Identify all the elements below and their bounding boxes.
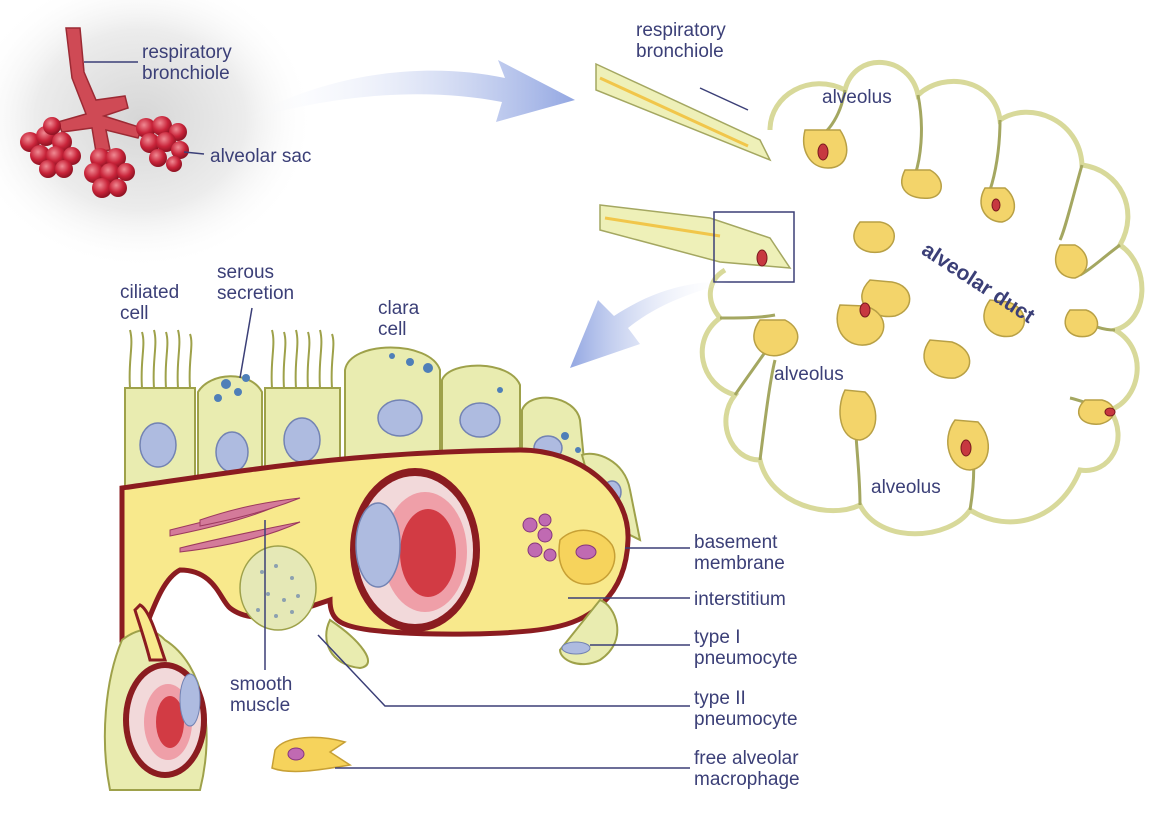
label-type1-pneumocyte: type I pneumocyte: [694, 627, 834, 669]
label-alveolus-mid: alveolus: [774, 364, 844, 385]
epithelium-detail: [105, 330, 640, 790]
free-macrophage: [272, 737, 350, 771]
label-serous-secretion: serous secretion: [217, 262, 317, 304]
label-interstitium: interstitium: [694, 589, 786, 610]
label-free-macrophage: free alveolar macrophage: [694, 748, 844, 790]
label-ciliated-cell: ciliated cell: [120, 282, 200, 324]
leader-duct-bronchiole: [700, 88, 748, 110]
label-clara-cell: clara cell: [378, 298, 438, 340]
label-thumb-bronchiole: respiratory bronchiole: [142, 42, 282, 84]
arrow-to-detail: [570, 282, 730, 368]
label-alveolus-top: alveolus: [822, 87, 892, 108]
label-thumb-sac: alveolar sac: [210, 146, 311, 167]
label-duct-bronchiole: respiratory bronchiole: [636, 20, 776, 62]
bronchiole-thumbnail: [0, 0, 315, 270]
leader-serous: [240, 308, 252, 378]
label-basement-membrane: basement membrane: [694, 532, 824, 574]
capillary-large: [350, 468, 480, 632]
label-alveolus-bottom: alveolus: [871, 477, 941, 498]
type2-pneumocyte: [240, 546, 316, 630]
capillary-small: [123, 662, 207, 778]
label-type2-pneumocyte: type II pneumocyte: [694, 688, 834, 730]
label-smooth-muscle: smooth muscle: [230, 674, 320, 716]
